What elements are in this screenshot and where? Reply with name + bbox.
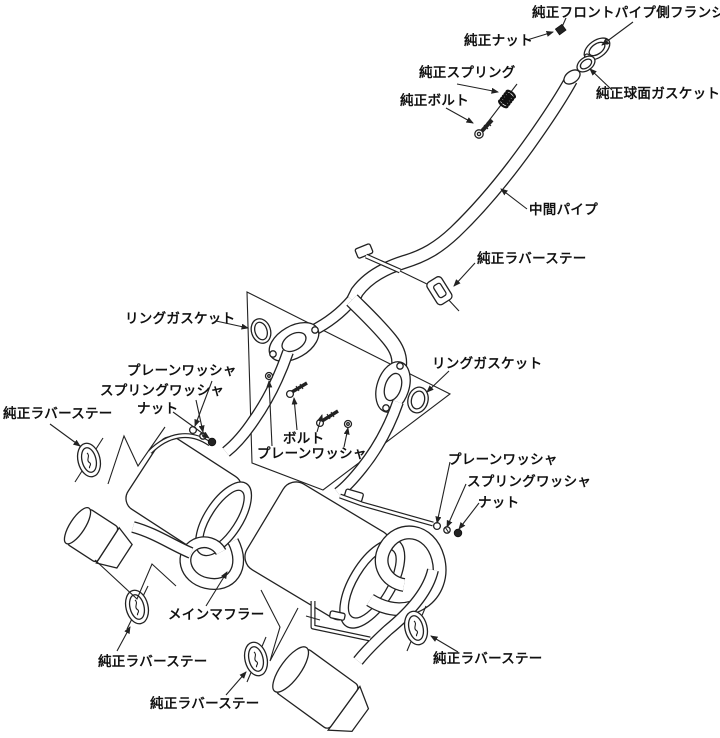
right-outlet-flange bbox=[375, 361, 411, 413]
label-spring-washer-right: スプリングワッシャ bbox=[467, 474, 592, 489]
label-bolt-center: ボルト bbox=[283, 431, 325, 446]
label-ring-gasket-right: リングガスケット bbox=[432, 356, 543, 371]
label-oem-nut: 純正ナット bbox=[464, 33, 533, 48]
rubber-stay-left-part bbox=[74, 437, 104, 483]
label-oem-spherical-gasket: 純正球面ガスケット bbox=[596, 86, 720, 101]
leader-lines bbox=[49, 21, 634, 696]
label-rubber-stay-mid: 純正ラバーステー bbox=[477, 251, 587, 266]
ring-gasket-right-part bbox=[407, 386, 429, 414]
pipe-hanger-rod bbox=[354, 243, 430, 286]
label-plain-washer-center: プレーンワッシャ bbox=[257, 446, 367, 461]
left-outlet-flange bbox=[268, 322, 320, 362]
label-main-muffler: メインマフラー bbox=[168, 607, 265, 622]
rubber-stay-bm-part bbox=[243, 636, 269, 683]
label-nut-left: ナット bbox=[137, 401, 179, 416]
oem-nut-part bbox=[554, 17, 567, 36]
cut-lines bbox=[94, 426, 299, 662]
label-rubber-stay-left: 純正ラバーステー bbox=[3, 406, 113, 421]
label-rubber-stay-bm: 純正ラバーステー bbox=[150, 696, 260, 711]
label-rubber-stay-bl: 純正ラバーステー bbox=[98, 654, 208, 669]
label-rubber-stay-br: 純正ラバーステー bbox=[433, 651, 543, 666]
label-plain-washer-left: プレーンワッシャ bbox=[127, 363, 237, 378]
muffler-left bbox=[125, 436, 253, 590]
label-middle-pipe: 中間パイプ bbox=[529, 202, 598, 217]
rubber-stay-mid-part bbox=[426, 276, 460, 312]
muffler-bottom-rod bbox=[305, 601, 371, 642]
hardware-panel bbox=[246, 291, 452, 491]
label-ring-gasket-left: リングガスケット bbox=[125, 311, 236, 326]
label-oem-bolt: 純正ボルト bbox=[400, 93, 469, 108]
muffler-right-top-rod bbox=[339, 488, 463, 538]
label-nut-right: ナット bbox=[478, 495, 520, 510]
label-spring-washer-left: スプリングワッシャ bbox=[100, 383, 225, 398]
rubber-stay-bl-part bbox=[124, 585, 150, 630]
label-plain-washer-right: プレーンワッシャ bbox=[448, 452, 558, 467]
oem-bolt-spring-part bbox=[474, 83, 518, 139]
label-oem-spring: 純正スプリング bbox=[419, 65, 516, 80]
muffler-inlet-pipes bbox=[222, 350, 404, 498]
muffler-right-main bbox=[244, 481, 447, 665]
ring-gasket-left-part bbox=[250, 318, 272, 344]
rubber-stay-br-part bbox=[403, 605, 429, 652]
label-front-pipe-flange: 純正フロントパイプ側フランジ bbox=[532, 5, 720, 20]
muffler-tip-left bbox=[63, 507, 133, 569]
muffler-tip-right bbox=[272, 646, 370, 733]
